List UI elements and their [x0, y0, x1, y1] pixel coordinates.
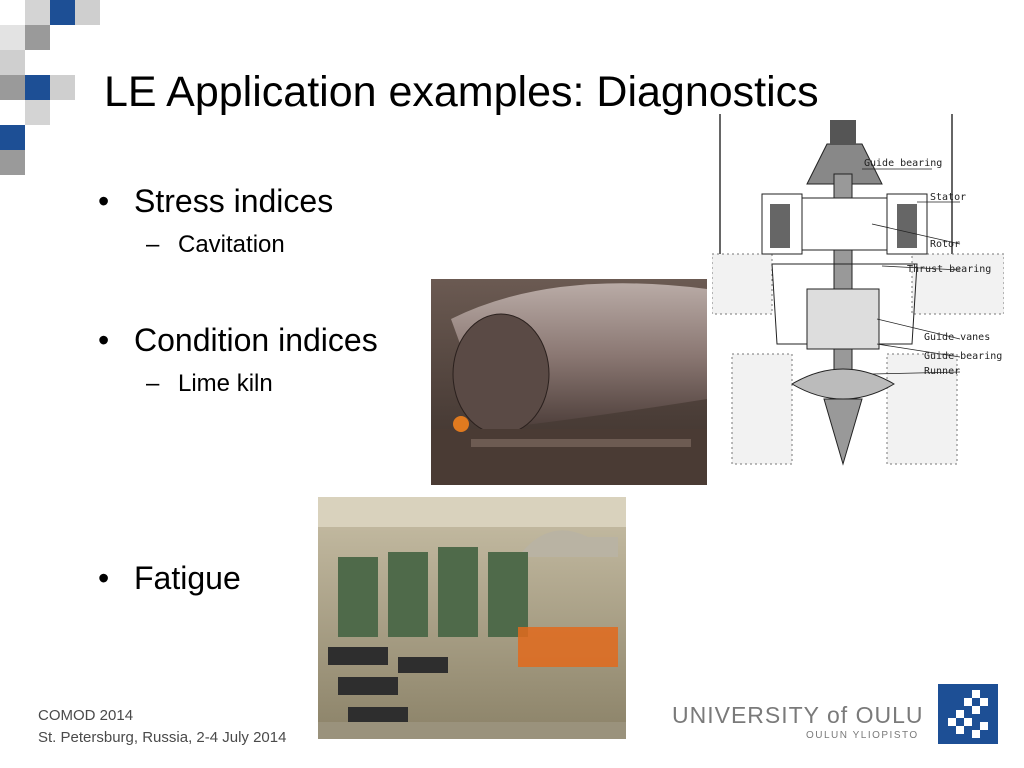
- diagram-label: Stator: [930, 192, 966, 203]
- deco-square: [50, 75, 75, 100]
- bullet-item: • Condition indices: [98, 321, 378, 359]
- diagram-label: Guide bearing: [924, 351, 1002, 362]
- deco-square: [0, 50, 25, 75]
- footer-line-1: COMOD 2014: [38, 707, 134, 724]
- slide-title: LE Application examples: Diagnostics: [104, 68, 819, 116]
- deco-square: [25, 0, 50, 25]
- diagram-label: Guide bearing: [864, 158, 942, 169]
- bullet-glyph: •: [98, 183, 110, 219]
- diagram-label: Guide vanes: [924, 332, 990, 343]
- deco-square: [0, 125, 25, 150]
- deco-square: [25, 75, 50, 100]
- bullet-text: Stress indices: [134, 183, 334, 219]
- lime-kiln-photo: [431, 279, 707, 485]
- university-logo-icon: [938, 684, 998, 744]
- university-name: UNIVERSITY of OULU: [672, 702, 924, 728]
- deco-square: [0, 150, 25, 175]
- footer-line-2: St. Petersburg, Russia, 2-4 July 2014: [38, 729, 287, 746]
- bullet-glyph: •: [98, 560, 110, 596]
- deco-square: [25, 25, 50, 50]
- sub-bullet-text: Cavitation: [178, 231, 285, 258]
- deco-square: [50, 0, 75, 25]
- sub-bullet-text: Lime kiln: [178, 370, 273, 397]
- mill-picture: [318, 497, 626, 739]
- sub-bullet-glyph: –: [146, 370, 160, 397]
- sub-bullet-glyph: –: [146, 231, 160, 258]
- bullet-item: • Fatigue: [98, 559, 241, 597]
- university-subtitle: OULUN YLIOPISTO: [806, 730, 919, 741]
- bullet-item: • Stress indices: [98, 182, 333, 220]
- sub-bullet-item: –Cavitation: [146, 230, 285, 260]
- diagram-label: Thrust bearing: [907, 264, 991, 275]
- deco-square: [0, 25, 25, 50]
- diagram-label: Runner: [924, 366, 960, 377]
- bullet-text: Condition indices: [134, 322, 378, 358]
- turbine-drawing: Guide bearing Stator Rotor Thrust bearin…: [712, 114, 1004, 466]
- bullet-text: Fatigue: [134, 560, 241, 596]
- hydro-turbine-diagram: Guide bearing Stator Rotor Thrust bearin…: [712, 114, 1004, 466]
- bullet-glyph: •: [98, 322, 110, 358]
- deco-square: [25, 100, 50, 125]
- deco-square: [75, 0, 100, 25]
- deco-square: [0, 75, 25, 100]
- diagram-label: Rotor: [930, 239, 960, 250]
- rolling-mill-photo: [318, 497, 626, 739]
- kiln-picture: [431, 279, 707, 485]
- sub-bullet-item: –Lime kiln: [146, 369, 273, 399]
